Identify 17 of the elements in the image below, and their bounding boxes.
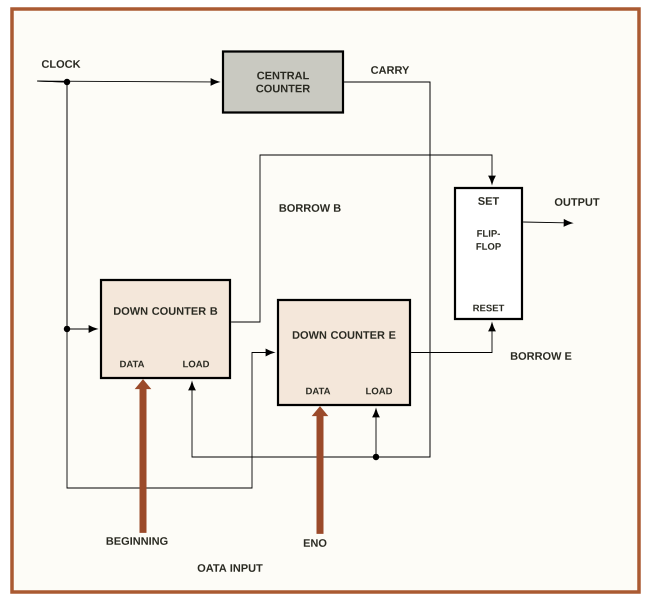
counter-box: DOWN COUNTER E DATA LOAD — [276, 298, 412, 406]
connector-arrow — [522, 219, 572, 226]
flip-flop-box: SET FLIP-FLOP RESET — [454, 186, 524, 320]
signal-label: CLOCK — [42, 60, 80, 68]
signal-label: BEGINNING — [106, 537, 168, 545]
connector-arrow — [344, 82, 430, 458]
connector-arrow — [410, 322, 496, 353]
counter-box: DOWN COUNTER B DATA LOAD — [100, 278, 232, 380]
signal-label: OUTPUT — [554, 198, 600, 206]
signal-label: ENO — [304, 539, 326, 547]
edge-label: BORROW B — [280, 204, 341, 212]
signal-label: OATA INPUT — [198, 564, 263, 572]
connector-arrow — [230, 154, 496, 322]
edge-label: BORROW E — [510, 352, 572, 360]
edge-label: CARRY — [371, 66, 410, 74]
connector-arrow — [36, 80, 274, 488]
counter-box: CENTRAL COUNTER — [222, 50, 344, 114]
